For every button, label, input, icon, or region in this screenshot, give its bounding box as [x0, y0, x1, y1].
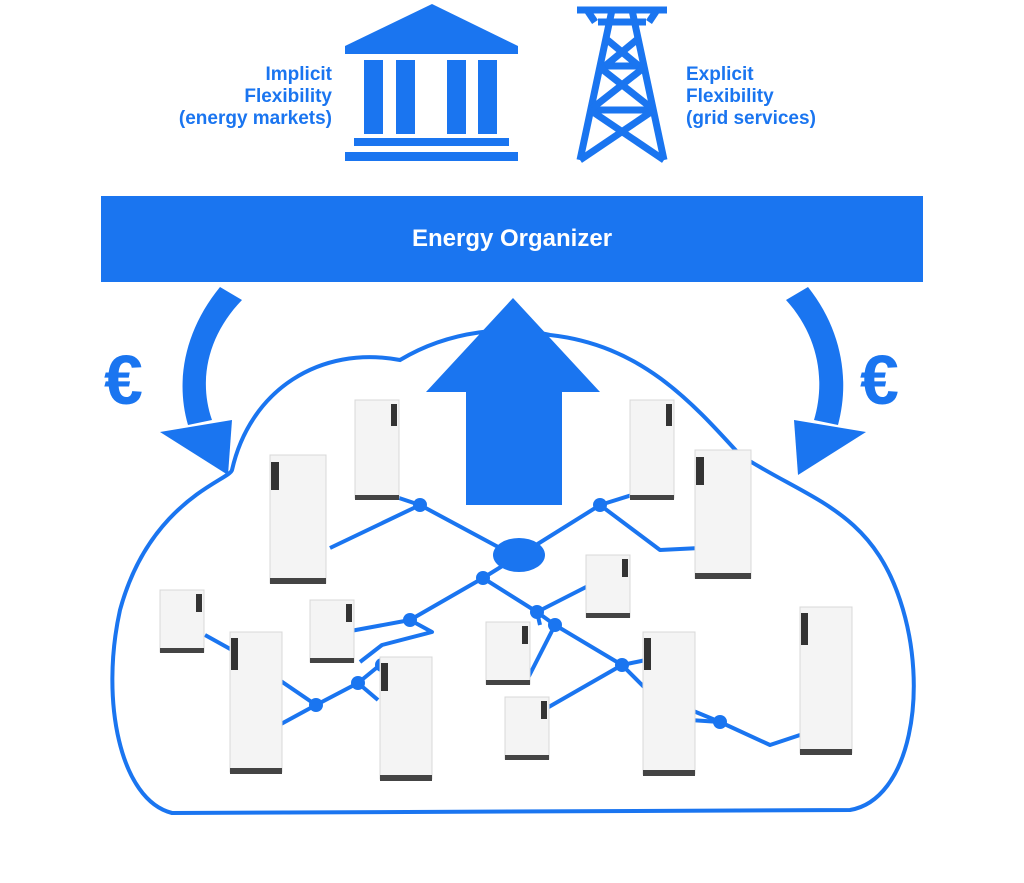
home-battery-icon [629, 399, 675, 500]
home-battery-icon [485, 621, 531, 685]
explicit-line-1: Explicit [686, 64, 754, 85]
home-battery-icon [694, 449, 752, 579]
bank-building-icon [345, 4, 518, 161]
home-battery-icon [379, 656, 433, 781]
euro-icon-left: € [104, 341, 143, 419]
implicit-line-1: Implicit [265, 64, 332, 85]
home-battery-icon [269, 454, 327, 584]
euro-icon-right: € [860, 341, 899, 419]
transmission-tower-icon [576, 6, 668, 163]
implicit-line-3: (energy markets) [178, 108, 332, 129]
home-battery-icon [799, 606, 853, 755]
home-battery-icon [504, 696, 550, 760]
up-arrow [426, 298, 600, 505]
home-battery-icon [642, 631, 696, 776]
home-battery-icon [229, 631, 283, 774]
implicit-line-2: Flexibility [244, 86, 332, 107]
home-battery-icon [354, 399, 400, 500]
explicit-line-3: (grid services) [686, 108, 816, 129]
energy-organizer-bar: Energy Organizer [101, 196, 923, 282]
explicit-flexibility-label: Explicit Flexibility (grid services) [686, 64, 816, 130]
energy-organizer-title: Energy Organizer [411, 225, 613, 252]
home-battery-icon [159, 589, 205, 653]
curved-arrow-right [786, 287, 866, 475]
central-hub-node [493, 538, 545, 572]
home-battery-icon [585, 554, 631, 618]
implicit-flexibility-label: Implicit Flexibility (energy markets) [179, 64, 332, 130]
home-battery-units [159, 399, 853, 781]
explicit-line-2: Flexibility [686, 86, 774, 107]
home-battery-icon [309, 599, 355, 663]
curved-arrow-left [160, 287, 242, 475]
